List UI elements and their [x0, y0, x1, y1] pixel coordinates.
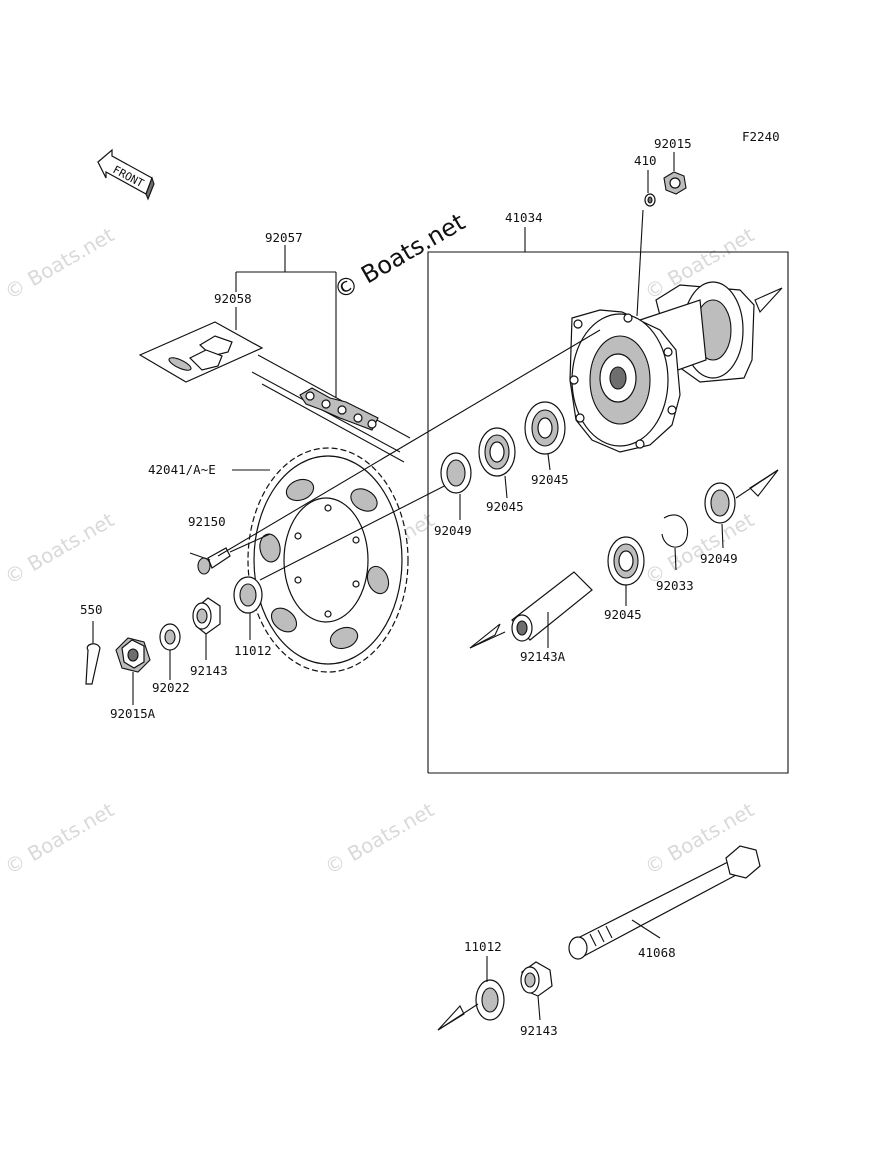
part-11012-left — [233, 576, 263, 614]
label-41068: 41068 — [638, 945, 676, 960]
hub-direction-arrow — [754, 287, 783, 314]
part-410 — [636, 170, 656, 317]
part-92015 — [663, 152, 687, 195]
master-link-kit — [138, 321, 264, 383]
hub-assembly-box — [427, 227, 789, 774]
leader-lines — [132, 453, 627, 705]
part-92045-c — [607, 536, 645, 586]
drive-chain — [251, 354, 411, 463]
label-92045: 92045 — [604, 607, 642, 622]
figure-code: F2240 — [742, 129, 780, 144]
label-92033: 92033 — [656, 578, 694, 593]
part-11012-lower — [437, 956, 505, 1031]
label-92049: 92049 — [434, 523, 472, 538]
axle-centerline-lower — [259, 477, 461, 581]
front-arrow-icon: FRONT — [97, 148, 155, 201]
label-410: 410 — [634, 153, 657, 168]
label-41034: 41034 — [505, 210, 543, 225]
watermark-faint: © Boats.net — [1, 222, 119, 304]
part-92033 — [661, 514, 688, 571]
part-92015A — [115, 637, 151, 673]
label-92022: 92022 — [152, 680, 190, 695]
watermark-faint: © Boats.net — [321, 797, 439, 879]
watermark-faint: © Boats.net — [1, 797, 119, 879]
label-550: 550 — [80, 602, 103, 617]
watermark-main: © Boats.net — [329, 208, 470, 305]
part-92049-left — [440, 452, 472, 494]
label-92015A: 92015A — [110, 706, 156, 721]
label-92143A: 92143A — [520, 649, 566, 664]
rear-hub — [569, 281, 755, 453]
label-92049: 92049 — [700, 551, 738, 566]
label-92143: 92143 — [520, 1023, 558, 1038]
label-92057: 92057 — [265, 230, 303, 245]
label-42041: 42041/A~E — [148, 462, 216, 477]
label-92150: 92150 — [188, 514, 226, 529]
label-92045: 92045 — [531, 472, 569, 487]
label-92058: 92058 — [214, 291, 252, 306]
chain-leaders — [235, 245, 337, 397]
part-41068 — [568, 845, 761, 960]
label-11012: 11012 — [234, 643, 272, 658]
part-92143-left — [192, 597, 221, 635]
part-92045-b — [524, 401, 566, 455]
label-92045: 92045 — [486, 499, 524, 514]
part-labels: 92015 410 41034 92057 92058 42041/A~E 92… — [80, 136, 738, 1038]
label-92143: 92143 — [190, 663, 228, 678]
axle-centerline-upper — [217, 329, 601, 557]
rear-sprocket — [247, 447, 409, 673]
part-92022 — [159, 623, 181, 651]
part-92150 — [197, 533, 271, 575]
label-11012: 11012 — [464, 939, 502, 954]
label-92015: 92015 — [654, 136, 692, 151]
part-92143-lower — [520, 961, 553, 1021]
part-550 — [85, 621, 101, 685]
watermark-faint: © Boats.net — [1, 507, 119, 589]
part-92049-right — [704, 469, 779, 549]
part-92045-a — [478, 427, 516, 477]
part-92143A — [469, 571, 593, 649]
